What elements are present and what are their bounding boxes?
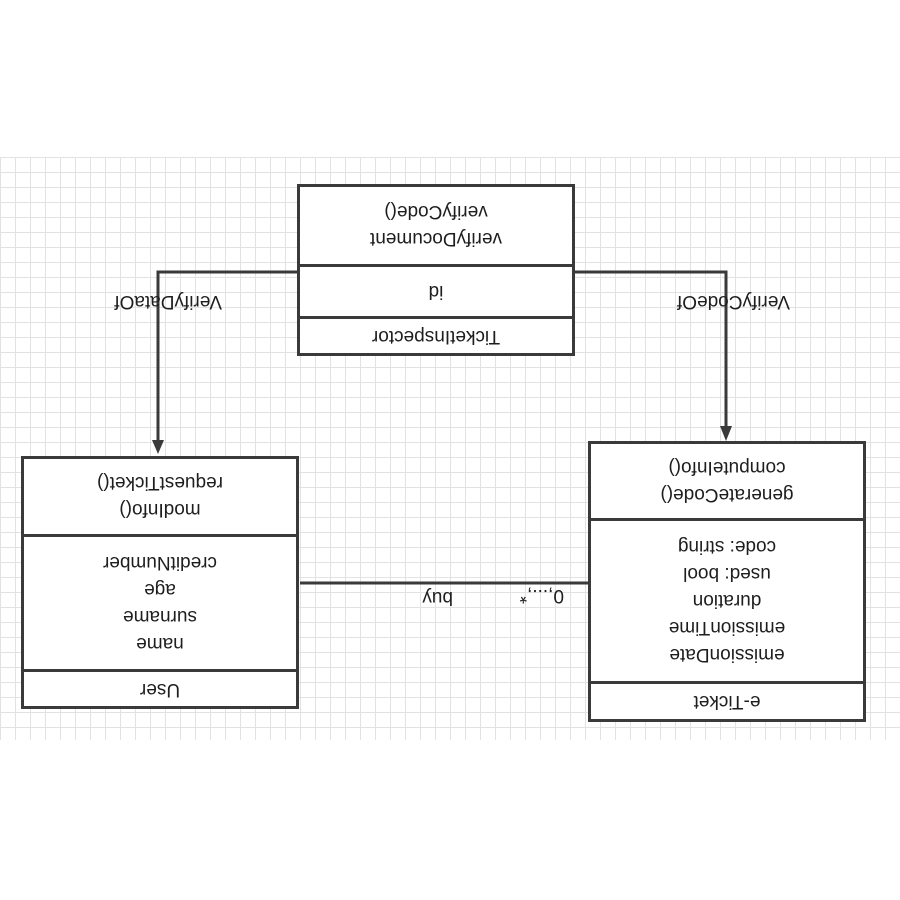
verify-code-label: VerifyCodeOf bbox=[677, 291, 790, 312]
verify-code-arrowhead bbox=[720, 426, 732, 441]
class-name-compartment: e-Ticket bbox=[591, 684, 863, 719]
class-name: User bbox=[139, 679, 181, 700]
method: modInfo() bbox=[119, 499, 201, 521]
attribute: surname bbox=[123, 606, 197, 627]
attribute: used: bool bbox=[683, 563, 771, 585]
attributes-compartment: emissionDate emissionTime duration used:… bbox=[591, 521, 863, 684]
methods-compartment: verifyDocument verifyCode() bbox=[300, 187, 572, 267]
attribute: duration bbox=[692, 590, 762, 612]
class-name: e-Ticket bbox=[693, 691, 761, 713]
attribute: code: string bbox=[677, 536, 777, 558]
method: verifyDocument bbox=[370, 228, 502, 250]
buy-multiplicity: 0,...,* bbox=[519, 585, 564, 606]
class-name-compartment: TicketInspector bbox=[300, 319, 572, 353]
class-e-ticket[interactable]: e-Ticket emissionDate emissionTime durat… bbox=[588, 441, 866, 722]
verify-data-arrowhead bbox=[152, 440, 164, 454]
method: requestTicket() bbox=[97, 472, 223, 494]
attribute: emissionDate bbox=[669, 644, 785, 666]
class-name: TicketInspector bbox=[371, 326, 501, 347]
verify-data-edge bbox=[156, 270, 298, 442]
verify-data-label: VerifyDataOf bbox=[114, 291, 222, 312]
attributes-compartment: name surname age creditNumber bbox=[24, 537, 296, 672]
class-ticket-inspector[interactable]: TicketInspector id verifyDocument verify… bbox=[297, 184, 575, 356]
method: generateCode() bbox=[660, 484, 794, 505]
attribute: emissionTime bbox=[668, 617, 786, 639]
attributes-compartment: id bbox=[300, 267, 572, 319]
class-user[interactable]: User name surname age creditNumber modIn… bbox=[21, 456, 299, 709]
attribute: name bbox=[136, 633, 184, 654]
attribute: age bbox=[144, 579, 176, 600]
methods-compartment: modInfo() requestTicket() bbox=[24, 459, 296, 537]
class-name-compartment: User bbox=[24, 672, 296, 706]
attribute: creditNumber bbox=[102, 552, 218, 573]
buy-label: buy bbox=[422, 587, 453, 608]
method: computeInfo() bbox=[668, 457, 786, 478]
attribute: id bbox=[428, 281, 444, 302]
methods-compartment: generateCode() computeInfo() bbox=[591, 444, 863, 521]
method: verifyCode() bbox=[384, 201, 488, 223]
verify-code-edge bbox=[574, 270, 728, 428]
